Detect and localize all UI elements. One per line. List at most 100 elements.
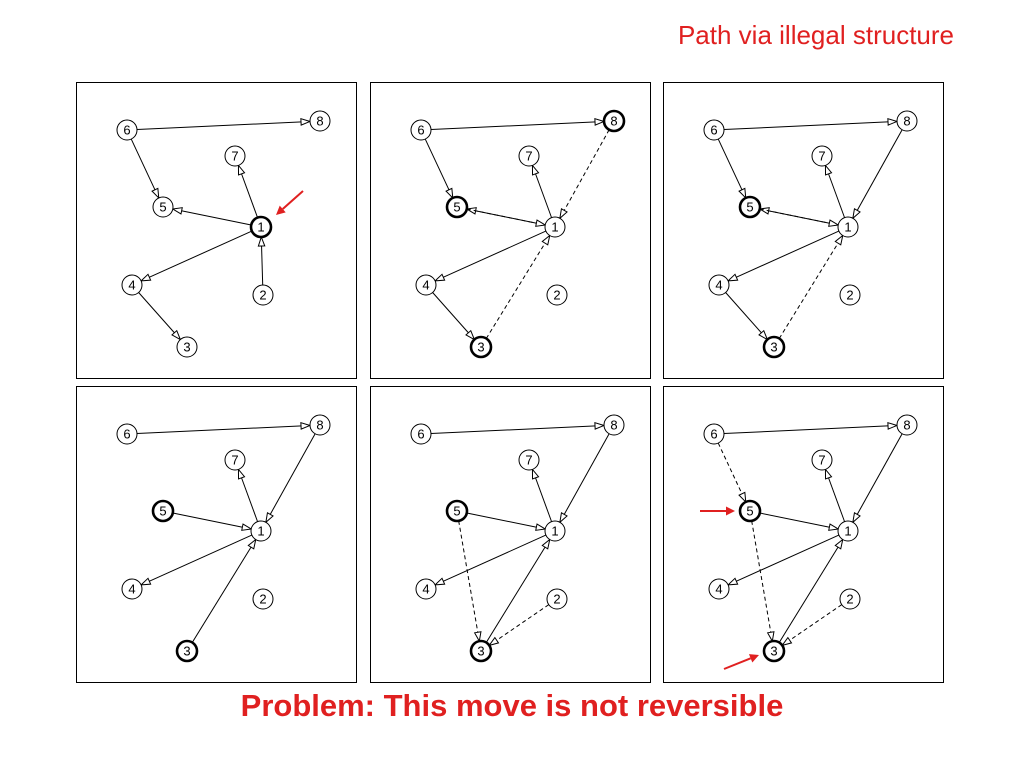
- node-1: 1: [837, 520, 859, 542]
- node-label: 6: [417, 427, 424, 442]
- node-circle: [839, 284, 861, 306]
- arrowhead-icon: [151, 187, 160, 200]
- node-label: 6: [710, 427, 717, 442]
- node-label: 1: [257, 524, 264, 539]
- node-1: 1: [249, 215, 273, 239]
- edge-6-to-8: [136, 422, 312, 435]
- node-circle: [151, 499, 175, 523]
- node-7: 7: [518, 449, 540, 471]
- node-2: 2: [546, 284, 568, 306]
- arrowhead-icon: [726, 273, 739, 282]
- arrowhead-icon: [139, 273, 152, 282]
- arrowhead-icon: [726, 577, 739, 586]
- arrowhead-icon: [834, 234, 844, 246]
- arrowhead-icon: [241, 523, 253, 531]
- node-2: 2: [839, 588, 861, 610]
- node-6: 6: [116, 119, 138, 141]
- node-label: 3: [477, 644, 484, 659]
- node-label: 2: [846, 288, 853, 303]
- arrowhead-icon: [541, 234, 551, 246]
- node-circle: [469, 639, 493, 663]
- node-3: 3: [762, 335, 786, 359]
- node-label: 8: [903, 114, 910, 129]
- node-label: 1: [551, 524, 558, 539]
- node-circle: [252, 284, 274, 306]
- node-circle: [121, 578, 143, 600]
- arrowhead-icon: [887, 422, 899, 430]
- node-8: 8: [603, 414, 625, 436]
- node-6: 6: [116, 423, 138, 445]
- node-label: 4: [715, 278, 722, 293]
- node-circle: [602, 109, 626, 133]
- edge-8-to-1: [852, 129, 903, 220]
- arrowhead-icon: [535, 219, 547, 227]
- arrowhead-icon: [766, 631, 775, 643]
- node-5: 5: [151, 499, 175, 523]
- node-circle: [309, 110, 331, 132]
- edge-3-to-1: [778, 234, 844, 339]
- node-6: 6: [703, 423, 725, 445]
- edge-8-to-1: [852, 433, 903, 524]
- arrowhead-icon: [824, 163, 833, 176]
- node-label: 3: [770, 340, 777, 355]
- node-8: 8: [896, 414, 918, 436]
- node-3: 3: [175, 639, 199, 663]
- edge-4-to-3: [138, 292, 182, 341]
- edge-6-to-5: [424, 138, 454, 200]
- node-label: 8: [316, 418, 323, 433]
- arrowhead-icon: [758, 329, 769, 341]
- node-circle: [250, 520, 272, 542]
- node-label: 5: [746, 200, 753, 215]
- edge-3-to-1: [485, 234, 551, 339]
- node-4: 4: [415, 578, 437, 600]
- edge-6-to-8: [430, 118, 606, 131]
- node-4: 4: [708, 274, 730, 296]
- node-label: 2: [259, 288, 266, 303]
- node-circle: [703, 119, 725, 141]
- node-5: 5: [738, 195, 762, 219]
- node-label: 1: [551, 220, 558, 235]
- node-label: 4: [128, 582, 135, 597]
- node-6: 6: [703, 119, 725, 141]
- edge-6-to-5: [130, 138, 160, 200]
- edge-5-to-1: [172, 512, 253, 531]
- arrowhead-icon: [237, 163, 246, 176]
- node-8: 8: [309, 110, 331, 132]
- node-label: 4: [715, 582, 722, 597]
- arrowhead-icon: [828, 523, 840, 531]
- node-label: 4: [422, 278, 429, 293]
- node-circle: [224, 145, 246, 167]
- node-circle: [175, 639, 199, 663]
- edge-1-to-7: [824, 467, 846, 522]
- page-title: Problem: This move is not reversible: [240, 688, 784, 723]
- node-circle: [252, 588, 274, 610]
- node-2: 2: [252, 588, 274, 610]
- edge-3-to-1: [191, 538, 257, 643]
- node-label: 3: [183, 340, 190, 355]
- graph-canvas: 1 2 3 4 5 6 7 8: [410, 414, 625, 663]
- node-label: 6: [123, 123, 130, 138]
- node-label: 6: [710, 123, 717, 138]
- node-circle: [544, 216, 566, 238]
- node-4: 4: [708, 578, 730, 600]
- node-2: 2: [252, 284, 274, 306]
- node-circle: [176, 336, 198, 358]
- edge-1-to-7: [531, 467, 553, 522]
- arrowhead-icon: [171, 207, 183, 215]
- node-1: 1: [544, 216, 566, 238]
- node-label: 6: [417, 123, 424, 138]
- edge-3-to-1: [485, 538, 551, 643]
- node-circle: [445, 195, 469, 219]
- node-circle: [410, 119, 432, 141]
- node-1: 1: [250, 520, 272, 542]
- node-label: 2: [553, 592, 560, 607]
- node-label: 3: [477, 340, 484, 355]
- node-3: 3: [176, 336, 198, 358]
- node-5: 5: [445, 499, 469, 523]
- node-7: 7: [518, 145, 540, 167]
- node-label: 5: [159, 200, 166, 215]
- node-circle: [469, 335, 493, 359]
